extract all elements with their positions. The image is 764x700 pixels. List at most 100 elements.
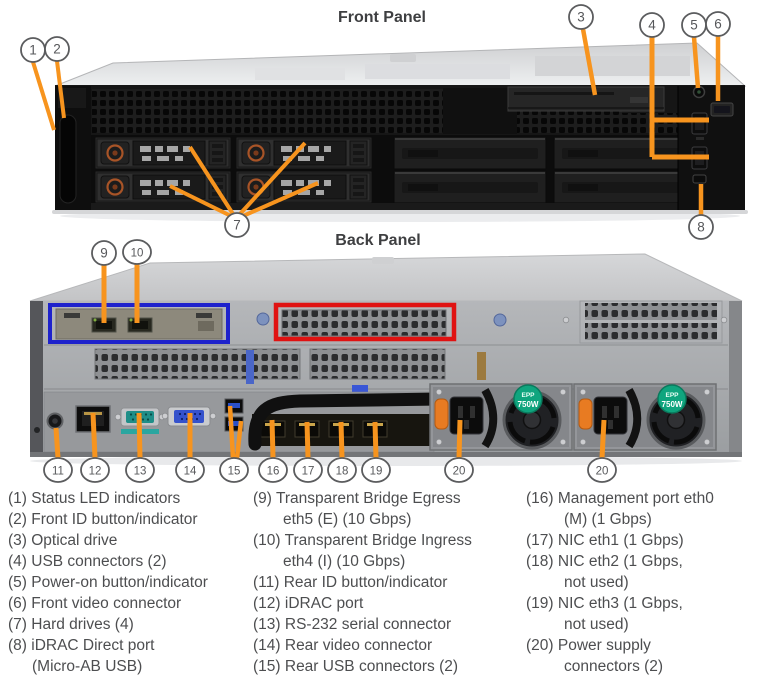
callout-marker-20 [587,457,617,483]
red-highlight-box [273,302,457,342]
front-panel-title: Front Panel [338,9,426,26]
callout-marker-9 [91,240,117,266]
legend-line: (8) iDRAC Direct port [8,637,155,654]
callout-line-12 [90,412,98,459]
legend-line: (14) Rear video connector [253,637,433,654]
callout-line-18 [338,421,345,459]
callout-marker-6 [705,11,731,37]
legend-line: (12) iDRAC port [253,595,364,612]
callout-line-11 [53,427,61,459]
callout-marker-19 [361,457,391,483]
callout-number-6: 6 [714,17,722,32]
callout-number-18: 18 [336,466,349,478]
callout-marker-16 [258,457,288,483]
callout-line-15 [227,405,236,459]
center-slot-blank [281,309,447,337]
callout-number-10: 10 [131,248,144,260]
callout-number-11: 11 [52,466,64,478]
legend-line: (13) RS-232 serial connector [253,616,452,633]
callout-line-3 [580,28,598,96]
callout-line-20 [456,419,463,459]
legend-line: (18) NIC eth2 (1 Gbps, [526,553,683,570]
back-panel-title: Back Panel [335,232,420,249]
callout-marker-4 [639,12,665,38]
legend-line: (20) Power supply [526,637,651,654]
callout-marker-20 [444,457,474,483]
callout-line-7 [242,181,319,218]
psu-2 [574,384,716,450]
legend-line: (5) Power-on button/indicator [8,574,208,591]
thumbscrew [493,313,507,327]
callout-number-16: 16 [267,466,280,478]
idrac-direct-port [692,174,707,184]
legend: (1) Status LED indicators(2) Front ID bu… [0,488,764,694]
callout-number-2: 2 [53,42,61,57]
power-on-button [692,85,706,99]
front-right-panel [677,85,745,210]
callout-line-7 [188,145,235,216]
legend-line: (9) Transparent Bridge Egress [253,490,461,507]
callout-number-14: 14 [184,466,197,478]
callout-number-12: 12 [89,466,102,478]
callout-line-17 [304,421,311,459]
callout-marker-17 [293,457,323,483]
callout-number-17: 17 [302,466,315,478]
legend-line: eth4 (I) (10 Gbps) [283,553,406,570]
callout-line-20 [599,419,607,459]
sfp-port-eth5 [91,317,117,333]
front-video-connector [710,102,734,117]
legend-line: (7) Hard drives (4) [8,616,134,633]
callout-marker-8 [688,214,714,240]
legend-line: (19) NIC eth3 (1 Gbps, [526,595,683,612]
callout-line-19 [372,421,379,459]
sfp-port-eth4 [127,317,153,333]
legend-line: (M) (1 Gbps) [564,511,652,528]
callout-number-4: 4 [648,18,656,33]
front-left-ear [55,86,91,210]
legend-line: not used) [564,616,629,633]
callout-marker-7 [224,212,250,238]
legend-column-3: (16) Management port eth0 (M) (1 Gbps) (17… [526,488,762,677]
callout-line-7 [238,141,307,216]
callout-line-5 [691,36,701,89]
callout-marker-13 [125,457,155,483]
callout-number-7: 7 [233,218,241,233]
legend-line: (10) Transparent Bridge Ingress [253,532,472,549]
callout-number-1: 1 [29,43,37,58]
legend-column-1: (1) Status LED indicators(2) Front ID bu… [8,488,254,677]
callout-marker-14 [175,457,205,483]
right-riser-blanks [562,300,728,344]
legend-line: (11) Rear ID button/indicator [253,574,448,591]
legend-line: (16) Management port eth0 [526,490,714,507]
callout-number-15: 15 [228,466,241,478]
legend-column-2: (9) Transparent Bridge Egress eth5 (E) (1… [253,488,525,677]
legend-line: not used) [564,574,629,591]
legend-line: (15) Rear USB connectors (2) [253,658,459,675]
legend-line: (Micro-AB USB) [32,658,143,675]
legend-line: (17) NIC eth1 (1 Gbps) [526,532,684,549]
callout-marker-2 [44,36,70,62]
legend-line: connectors (2) [564,658,664,675]
callout-line-1 [31,61,56,131]
psu-1 [430,384,572,450]
callout-number-13: 13 [134,466,147,478]
legend-line: (3) Optical drive [8,532,118,549]
legend-line: (1) Status LED indicators [8,490,181,507]
thumbscrew [256,312,270,326]
rear-id-button [46,412,64,430]
legend-line: (6) Front video connector [8,595,182,612]
callout-number-5: 5 [690,18,698,33]
callout-marker-3 [568,4,594,30]
callout-number-3: 3 [577,10,585,25]
callout-line-7 [169,184,232,218]
callout-number-20: 20 [596,466,609,478]
callout-marker-12 [80,457,110,483]
optical-drive [507,86,665,112]
legend-line: eth5 (E) (10 Gbps) [283,511,412,528]
callout-number-19: 19 [370,466,383,478]
callout-marker-15 [219,457,249,483]
callout-marker-18 [327,457,357,483]
